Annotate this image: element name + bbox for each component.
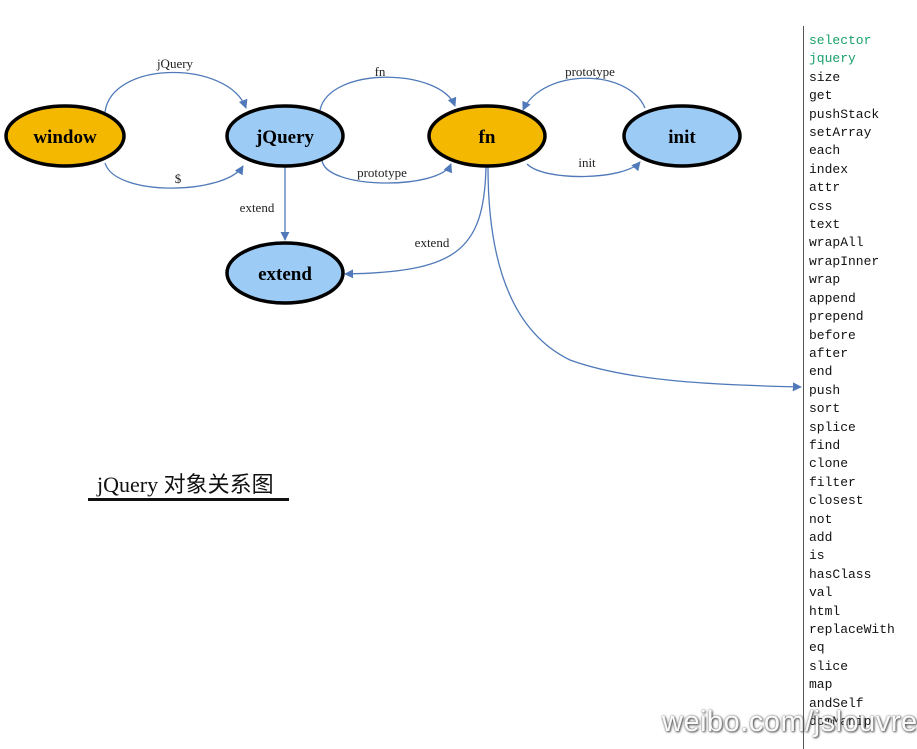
method-item: find <box>809 437 841 453</box>
edge-fn-to-init-bottom <box>526 161 641 178</box>
node-fn: fn <box>427 104 547 168</box>
method-item: slice <box>809 658 849 674</box>
node-init: init <box>622 104 742 168</box>
method-item: end <box>809 364 833 380</box>
node-fn-label: fn <box>479 127 496 148</box>
edge-init-to-fn-top <box>522 77 646 111</box>
node-init-label: init <box>668 127 696 148</box>
edge-window-to-jquery-bottom <box>104 162 244 189</box>
method-item: map <box>809 677 833 693</box>
watermark: weibo.com/jslouvre <box>662 706 917 738</box>
method-item: append <box>809 290 856 306</box>
title-underline <box>88 498 289 501</box>
method-item: prepend <box>809 309 864 325</box>
method-item: index <box>809 161 849 177</box>
node-window-label: window <box>33 127 97 148</box>
method-item: pushStack <box>809 106 880 122</box>
edge-label-window-jquery-top: jQuery <box>156 56 194 71</box>
method-item: sort <box>809 401 841 417</box>
edge-label-jquery-extend: extend <box>240 200 275 215</box>
method-item: before <box>809 327 856 343</box>
node-extend: extend <box>225 241 345 305</box>
edge-label-fn-extend: extend <box>415 235 450 250</box>
method-item: clone <box>809 456 849 472</box>
diagram-title: jQuery 对象关系图 <box>96 472 274 497</box>
method-item: size <box>809 69 841 85</box>
edge-label-jquery-fn-bottom: prototype <box>357 165 407 180</box>
method-item: after <box>809 345 849 361</box>
method-item: text <box>809 217 841 233</box>
method-item: add <box>809 529 833 545</box>
edge-label-window-jquery-bottom: $ <box>175 171 182 186</box>
method-item: each <box>809 143 841 159</box>
method-item: andSelf <box>809 695 864 711</box>
method-item: is <box>809 548 825 564</box>
edge-label-fn-init-bottom: init <box>578 155 596 170</box>
edge-window-to-jquery-top <box>104 71 248 113</box>
method-item: not <box>809 511 833 527</box>
method-item: wrap <box>809 272 841 288</box>
method-item: eq <box>809 640 825 656</box>
edge-fn-to-method-list <box>487 166 802 392</box>
method-item: splice <box>809 419 856 435</box>
edge-label-jquery-fn-top: fn <box>375 64 386 79</box>
node-extend-label: extend <box>258 264 312 285</box>
method-list-divider <box>803 26 804 749</box>
method-item: push <box>809 382 841 398</box>
method-item: closest <box>809 493 864 509</box>
edge-jquery-to-fn-top <box>319 76 457 111</box>
method-item: jquery <box>809 51 856 67</box>
method-item: attr <box>809 180 841 196</box>
method-item: html <box>809 603 841 619</box>
method-item: replaceWith <box>809 622 895 637</box>
method-item: setArray <box>809 125 872 141</box>
node-window: window <box>4 104 126 168</box>
method-item: filter <box>809 474 856 490</box>
method-item: wrapInner <box>809 253 880 269</box>
method-item: hasClass <box>809 566 872 582</box>
node-jquery-label: jQuery <box>255 127 315 148</box>
method-item: selector <box>809 33 872 48</box>
edge-label-init-fn-top: prototype <box>565 64 615 79</box>
method-item: wrapAll <box>809 235 864 251</box>
edge-fn-to-extend <box>344 166 487 279</box>
method-item: get <box>809 88 833 104</box>
node-jquery: jQuery <box>225 104 345 168</box>
edge-jquery-to-fn-bottom <box>321 159 452 184</box>
method-item: css <box>809 198 833 214</box>
fn-method-list: selector jquery size get pushStack setArray ea… <box>809 32 895 731</box>
method-item: val <box>809 585 833 601</box>
method-item: domManip <box>809 714 872 730</box>
